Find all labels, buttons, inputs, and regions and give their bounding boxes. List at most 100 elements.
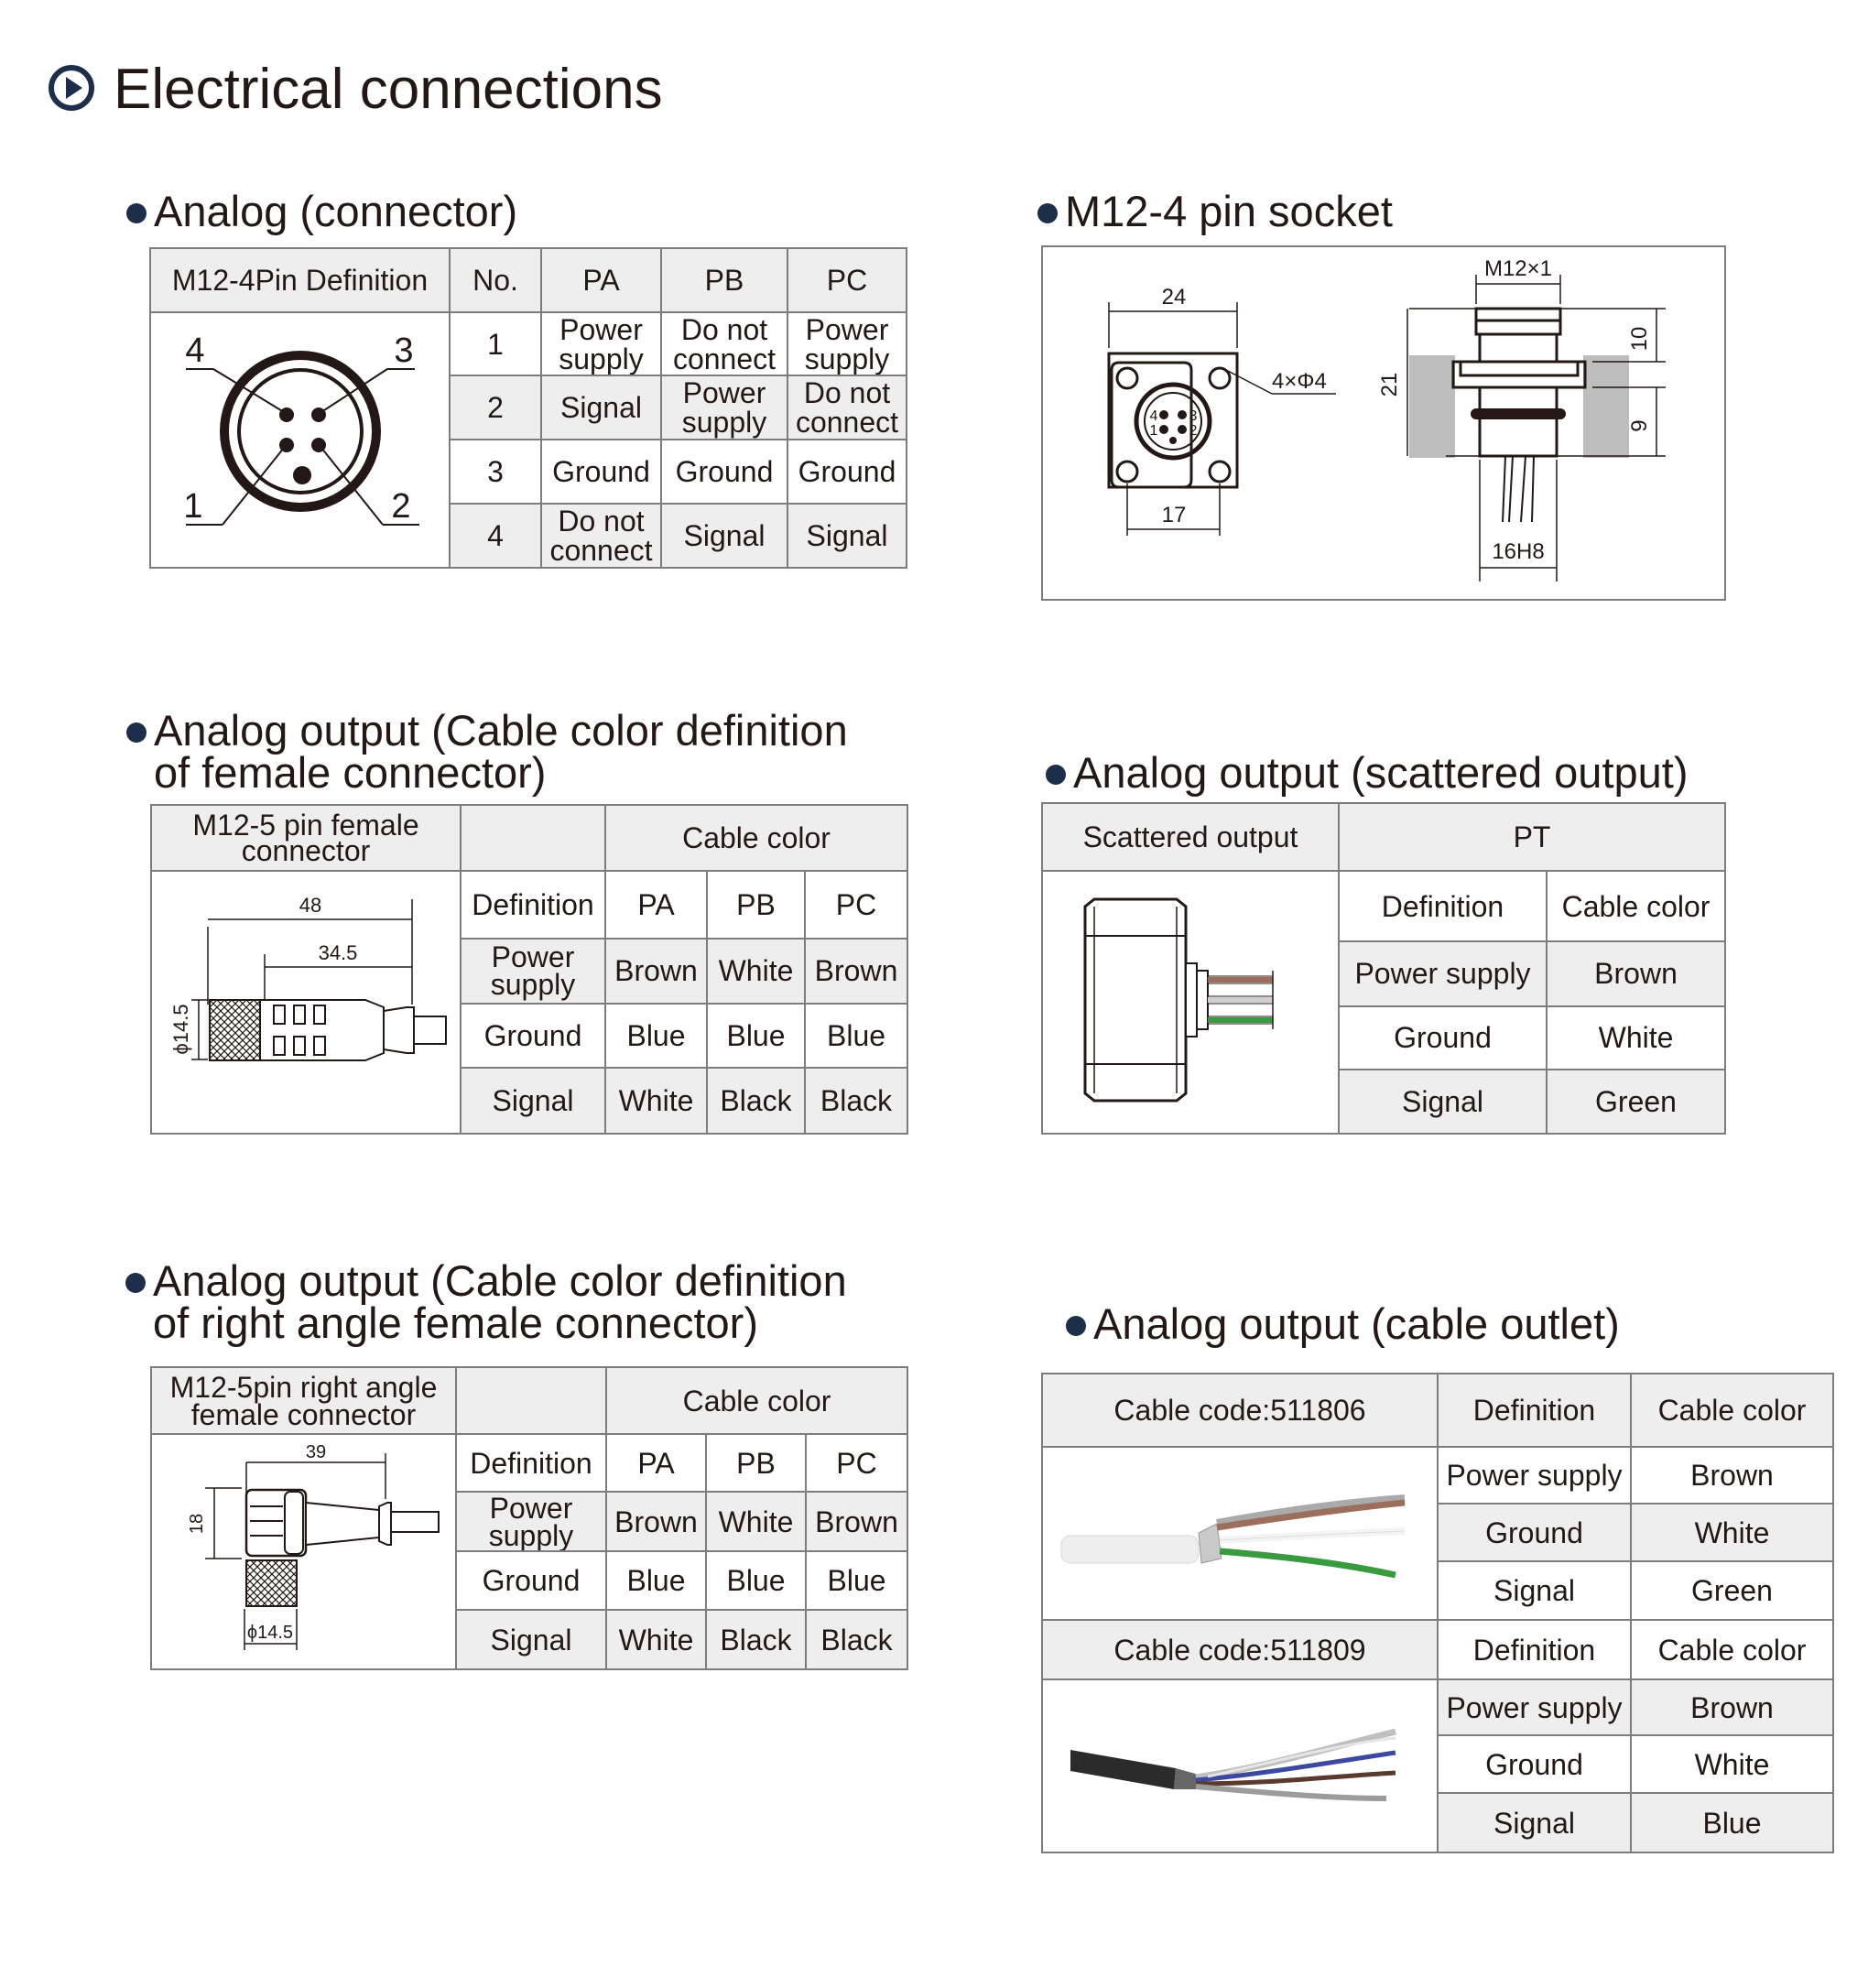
- col-header: PC: [803, 870, 909, 940]
- definition-cell: Signal: [460, 1068, 606, 1135]
- dim-9: 9: [1627, 419, 1652, 431]
- section-title-text: of female connector): [154, 748, 547, 797]
- definition-cell: Ground: [1437, 1504, 1632, 1562]
- section-title-right-angle-connector: Analog output (Cable color definition of…: [125, 1259, 847, 1347]
- cell-pa: Blue: [605, 1550, 707, 1612]
- connector-diagram-cell: 4 3 1 2: [149, 311, 451, 569]
- cell-pc: Ground: [787, 440, 907, 505]
- bullet-icon: [126, 722, 147, 743]
- header-cell: M12-4Pin Definition: [149, 247, 451, 313]
- table-m12-4pin: M12-4Pin Definition No. PA PB PC: [149, 247, 907, 569]
- dim-18: 18: [187, 1514, 207, 1534]
- dim-24: 24: [1162, 285, 1187, 310]
- header-cell: Scattered output: [1041, 802, 1340, 872]
- col-header: Definition: [460, 870, 606, 940]
- dim-21: 21: [1377, 373, 1402, 397]
- section-title-text: Analog (connector): [154, 187, 518, 235]
- definition-cell: Power supply: [1437, 1446, 1632, 1505]
- dim-16h8: 16H8: [1492, 539, 1544, 564]
- col-header: PA: [604, 870, 708, 940]
- cable-511806-image: [1060, 1494, 1406, 1579]
- cell-pa: Signal: [540, 375, 662, 440]
- cable-color-cell: White: [1630, 1504, 1834, 1562]
- col-header: Definition: [1437, 1373, 1632, 1448]
- dim-holes: 4×Φ4: [1272, 369, 1327, 394]
- cable-color-cell: Brown: [1630, 1679, 1834, 1736]
- header-cell: M12-5 pin female connector: [150, 804, 462, 872]
- cell-pb: White: [705, 1492, 807, 1552]
- header-cell: Cable color: [603, 804, 909, 872]
- table-right-angle-connector: M12-5pin right angle female connector Ca…: [150, 1366, 909, 1670]
- col-header: Cable color: [1630, 1373, 1834, 1448]
- section-title-text: Analog output (cable outlet): [1093, 1299, 1620, 1348]
- dim-48: 48: [299, 894, 321, 917]
- cable-color-cell: Brown: [1545, 941, 1727, 1007]
- definition-cell: Ground: [1437, 1735, 1632, 1794]
- play-circle-icon: [49, 65, 94, 111]
- definition-cell: Ground: [1338, 1005, 1548, 1070]
- cable-511806-image-cell: [1041, 1446, 1439, 1621]
- header-cell: No.: [449, 247, 542, 313]
- pin-label: 2: [391, 487, 410, 526]
- cell-pc: Black: [804, 1610, 909, 1670]
- cable-511809-image: [1070, 1728, 1396, 1801]
- section-title-m12-socket: M12-4 pin socket: [1037, 190, 1393, 233]
- cell-pb: Ground: [660, 440, 788, 505]
- cable-code: Cable code:511809: [1041, 1619, 1439, 1680]
- bullet-icon: [1046, 765, 1066, 785]
- dim-39: 39: [306, 1442, 326, 1462]
- m12-4pin-connector-diagram: 4 3 1 2: [183, 331, 419, 526]
- bullet-icon: [126, 203, 147, 223]
- cell-pa: Do not connect: [540, 504, 662, 569]
- cable-color-cell: Blue: [1630, 1793, 1834, 1853]
- pin-label: 1: [183, 487, 202, 526]
- pin-number: 3: [449, 440, 542, 505]
- cell-pa: Ground: [540, 440, 662, 505]
- col-header: Cable color: [1545, 869, 1727, 943]
- definition-cell: Power supply: [455, 1492, 607, 1552]
- definition-cell: Power supply: [1437, 1679, 1632, 1736]
- page-title: Electrical connections: [114, 58, 663, 121]
- pin-number: 4: [449, 504, 542, 569]
- header-cell: PT: [1337, 802, 1727, 872]
- definition-cell: Signal: [455, 1610, 607, 1670]
- dim-10: 10: [1627, 327, 1652, 352]
- cell-pb: Blue: [706, 1003, 806, 1070]
- header-cell: M12-5pin right angle female connector: [150, 1366, 457, 1435]
- section-title-cable-outlet: Analog output (cable outlet): [1066, 1302, 1620, 1345]
- m12-socket-drawing-frame: 4 3 1 2 24 4×Φ4 17: [1041, 245, 1726, 601]
- col-header: Definition: [1338, 869, 1548, 943]
- col-header: PB: [706, 870, 806, 940]
- dim-phi: ϕ14.5: [247, 1623, 293, 1643]
- cell-pa: Power supply: [540, 311, 662, 376]
- cell-pc: Signal: [787, 504, 907, 569]
- cell-pb: Do not connect: [660, 311, 788, 376]
- scattered-output-drawing-cell: [1041, 870, 1340, 1135]
- col-header: PB: [705, 1432, 807, 1494]
- cell-pc: Black: [803, 1068, 909, 1135]
- section-title-text: Analog output (Cable color definition: [154, 706, 848, 755]
- col-header: Cable color: [1630, 1619, 1834, 1680]
- pin-label: 4: [185, 331, 204, 370]
- definition-cell: Signal: [1338, 1069, 1548, 1135]
- dim-phi: ϕ14.5: [169, 1004, 192, 1054]
- cell-pa: Brown: [604, 938, 708, 1005]
- section-title-analog-connector: Analog (connector): [126, 187, 518, 235]
- cell-pb: White: [706, 938, 806, 1005]
- definition-cell: Power supply: [460, 938, 606, 1005]
- cell-pb: Black: [705, 1610, 807, 1670]
- cell-pa: White: [604, 1068, 708, 1135]
- section-title-scattered-output: Analog output (scattered output): [1046, 751, 1689, 794]
- definition-cell: Power supply: [1338, 941, 1548, 1007]
- cell-pb: Signal: [660, 504, 788, 569]
- definition-cell: Signal: [1437, 1793, 1632, 1853]
- cell-pc: Brown: [803, 938, 909, 1005]
- definition-cell: Ground: [460, 1003, 606, 1070]
- section-title-text: of right angle female connector): [153, 1298, 758, 1347]
- female-connector-drawing: 48 34.5 ϕ14.5: [169, 894, 447, 1061]
- pin-number: 1: [449, 311, 542, 376]
- definition-cell: Signal: [1437, 1561, 1632, 1621]
- socket-pin-label: 3: [1189, 408, 1198, 424]
- col-header: PA: [605, 1432, 707, 1494]
- cable-color-cell: Green: [1545, 1069, 1727, 1135]
